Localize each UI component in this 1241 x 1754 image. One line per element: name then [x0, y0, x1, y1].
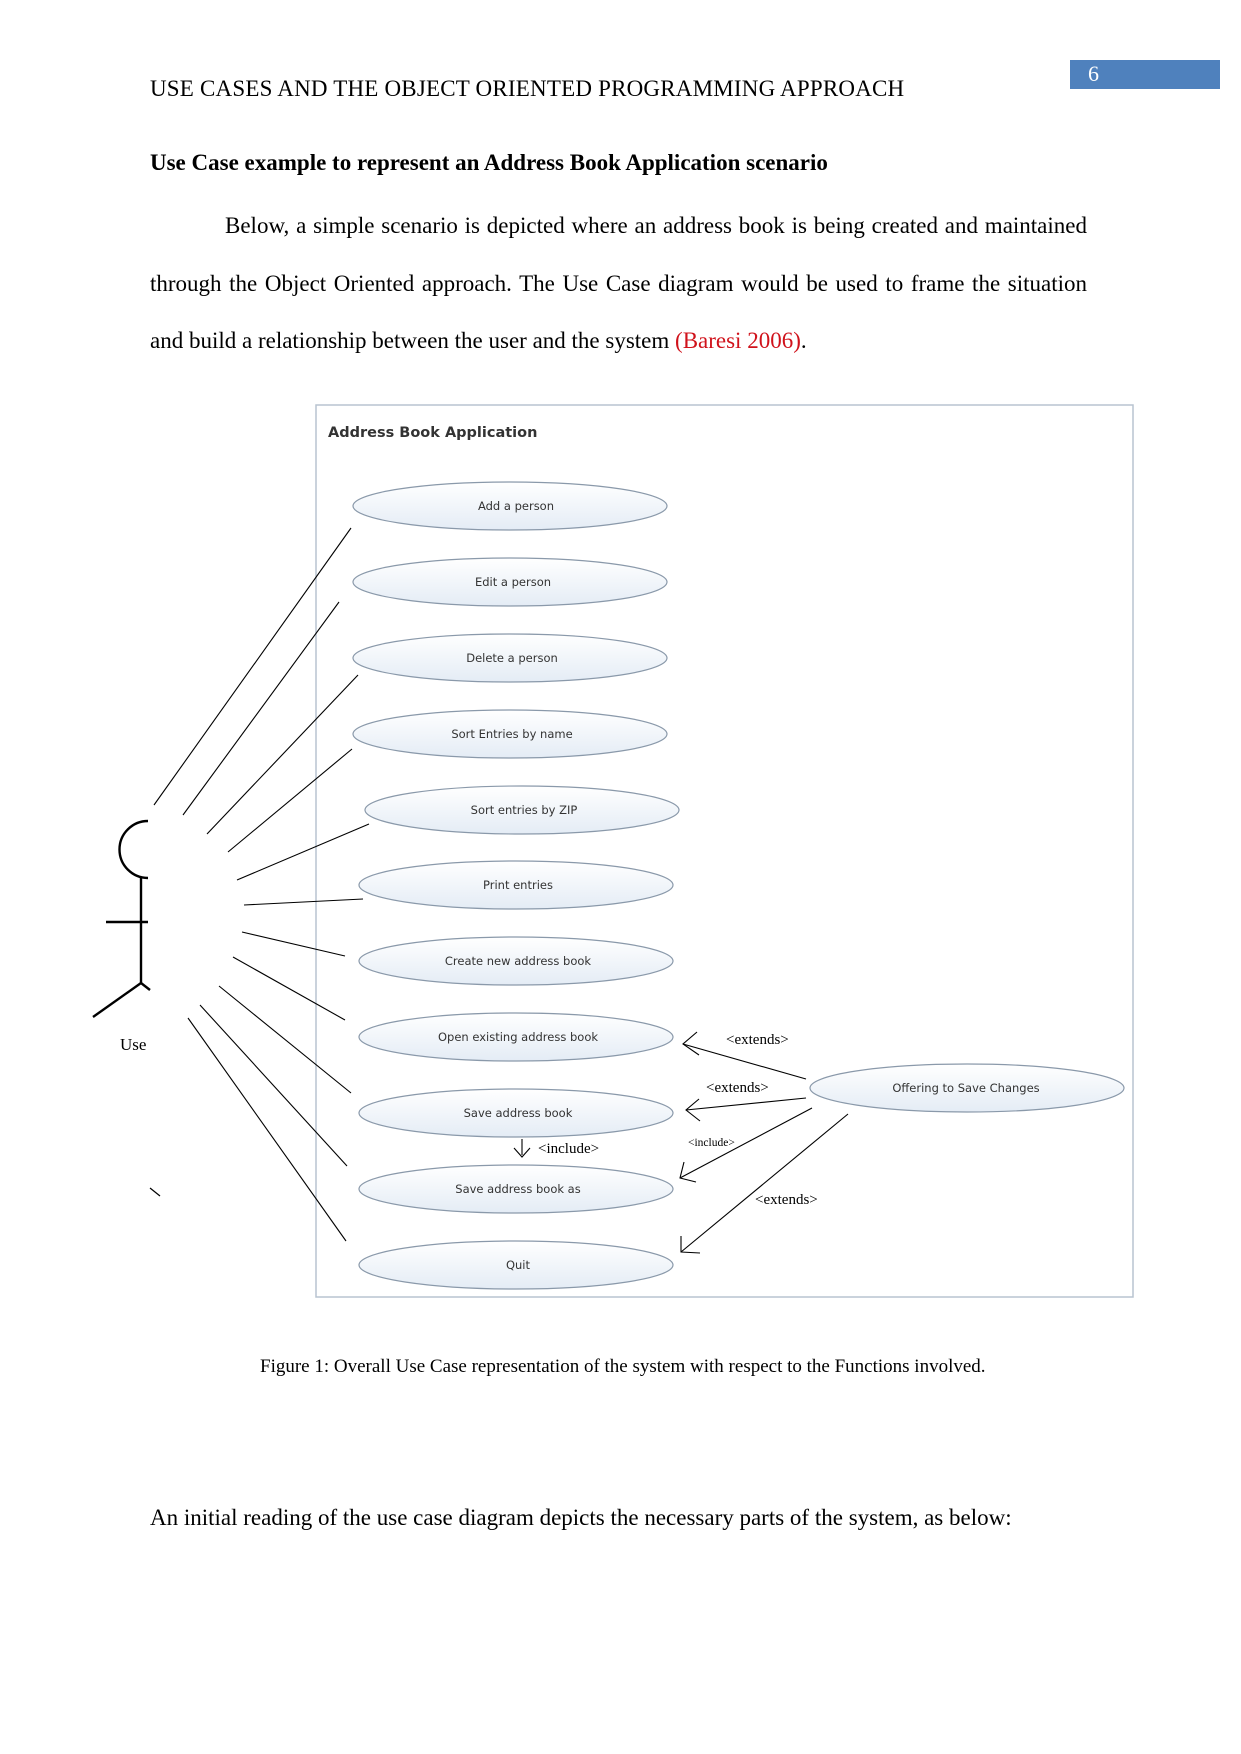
actor-left-leg	[92, 982, 142, 1018]
association-save	[218, 985, 352, 1094]
relationship-label-include-offering: <include>	[688, 1137, 735, 1149]
use-case-label-sort-name: Sort Entries by name	[451, 727, 572, 741]
use-case-ellipse-quit	[358, 1240, 674, 1290]
association-save-as	[199, 1004, 348, 1167]
use-case-ellipse-save	[358, 1088, 674, 1138]
intro-paragraph-end: .	[800, 328, 807, 353]
figure-caption: Figure 1: Overall Use Case representatio…	[260, 1356, 986, 1377]
page-number: 6	[1088, 61, 1099, 86]
use-case-label-print: Print entries	[483, 878, 553, 892]
system-title: Address Book Application	[328, 425, 537, 441]
relationship-labels: <extends> <extends> <include> <include> …	[538, 1032, 818, 1208]
association-add-person	[153, 527, 352, 806]
use-case-label-save: Save address book	[464, 1106, 573, 1120]
use-case-ellipse-open	[358, 1012, 674, 1062]
association-sort-zip	[236, 823, 370, 881]
extends-save-line	[685, 1097, 807, 1111]
use-case-ellipse-print	[358, 860, 674, 910]
use-case-ellipse-delete-person	[352, 633, 668, 683]
use-case-labels: Add a person Edit a person Delete a pers…	[438, 499, 1040, 1272]
association-lines	[153, 527, 370, 1242]
relationship-label-extends-quit: <extends>	[755, 1192, 818, 1208]
extends-quit-arrowhead	[680, 1236, 701, 1254]
use-case-ellipse-add-person	[352, 481, 668, 531]
association-edit-person	[182, 601, 340, 816]
relationship-arrows	[513, 1031, 849, 1254]
use-case-ellipse-sort-zip	[364, 785, 680, 835]
use-case-ellipse-save-as	[358, 1164, 674, 1214]
actor-head	[118, 819, 149, 880]
actor-label: Use	[120, 1035, 146, 1054]
use-case-label-quit: Quit	[506, 1258, 531, 1272]
use-case-label-create: Create new address book	[445, 954, 591, 968]
use-case-label-edit-person: Edit a person	[475, 575, 551, 589]
use-case-label-save-as: Save address book as	[455, 1182, 580, 1196]
use-case-ellipse-sort-name	[352, 709, 668, 759]
citation-link[interactable]: (Baresi 2006)	[675, 328, 801, 353]
association-delete-person	[206, 674, 359, 835]
use-case-ellipses	[352, 481, 1125, 1290]
include-save-as-arrowhead	[513, 1147, 531, 1158]
extends-save-arrowhead	[685, 1098, 701, 1122]
system-boundary	[315, 404, 1134, 1298]
use-case-ellipse-edit-person	[352, 557, 668, 607]
association-create	[241, 931, 346, 957]
use-case-ellipse-create	[358, 936, 674, 986]
use-case-label-add-person: Add a person	[478, 499, 554, 513]
actor-right-leg	[140, 982, 151, 991]
actor-stray-tick	[149, 1187, 161, 1197]
use-case-label-offering: Offering to Save Changes	[892, 1081, 1039, 1095]
extends-quit-line	[680, 1113, 849, 1253]
intro-paragraph-text: Below, a simple scenario is depicted whe…	[150, 213, 1087, 353]
use-case-label-open: Open existing address book	[438, 1030, 598, 1044]
use-case-ellipse-offering	[809, 1063, 1125, 1113]
relationship-label-include-save-as: <include>	[538, 1141, 599, 1157]
relationship-label-extends-open: <extends>	[726, 1032, 789, 1048]
use-case-label-sort-zip: Sort entries by ZIP	[471, 803, 578, 817]
closing-paragraph: An initial reading of the use case diagr…	[150, 1505, 1012, 1530]
section-heading: Use Case example to represent an Address…	[150, 150, 828, 175]
association-print	[243, 898, 364, 906]
intro-paragraph: Below, a simple scenario is depicted whe…	[150, 197, 1087, 370]
association-sort-name	[227, 748, 353, 853]
include-offering-line	[679, 1107, 813, 1179]
running-head: USE CASES AND THE OBJECT ORIENTED PROGRA…	[150, 76, 905, 101]
association-quit	[187, 1017, 347, 1242]
use-case-label-delete-person: Delete a person	[466, 651, 558, 665]
include-offering-arrowhead	[679, 1161, 697, 1183]
association-open	[232, 956, 346, 1021]
extends-open-line	[682, 1043, 807, 1080]
actor-user-figure	[92, 819, 151, 1018]
relationship-label-extends-save: <extends>	[706, 1080, 769, 1096]
extends-open-arrowhead	[682, 1031, 700, 1056]
page-number-badge: 6	[1070, 60, 1220, 89]
